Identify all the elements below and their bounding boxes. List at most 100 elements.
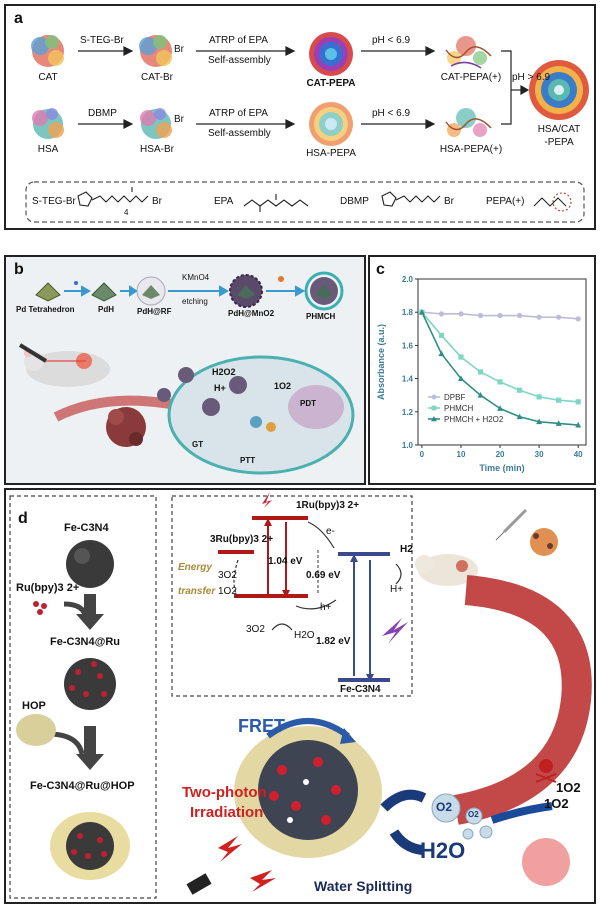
panel-c-label: c: [376, 261, 385, 278]
hsa-br-tag: Br: [174, 114, 184, 125]
singlet-o2-label: 1O2: [218, 586, 237, 597]
steg-reagent-label: S-TEG-Br: [80, 35, 124, 46]
y-tick-label: 2.0: [402, 275, 414, 284]
tumor-cells-icon: [530, 528, 558, 556]
x-tick-label: 30: [535, 450, 544, 459]
data-point: [438, 311, 445, 317]
legend-steg-n: 4: [124, 208, 129, 217]
panel-b-label: b: [14, 261, 24, 278]
singlet-o2-tag: 1O2: [274, 381, 292, 391]
synthesis-arrows: [47, 594, 104, 770]
reductant-dot-icon: [74, 281, 78, 285]
panel-a-scheme: [25, 32, 589, 223]
data-point: [497, 312, 503, 319]
data-point: [575, 399, 581, 405]
data-point: [516, 387, 523, 393]
y-tick-label: 1.4: [402, 375, 414, 384]
oxygen-conversion-arrow-icon: [490, 802, 553, 824]
data-point: [536, 314, 542, 320]
pdh-rf-icon: [136, 276, 166, 306]
cat-br-protein-icon: [139, 35, 172, 67]
panel-d-label: d: [18, 510, 28, 527]
data-point: [555, 420, 562, 426]
data-point: [477, 312, 484, 319]
hsa-pepa-plus-label: HSA-PEPA(+): [439, 144, 503, 155]
skull-icon: [535, 759, 557, 783]
panel-b-arrows: [64, 285, 306, 297]
oxidant-dot-icon: [278, 276, 284, 282]
pdh-rf-label: PdH@RF: [137, 307, 172, 316]
water-splitting-label: Water Splitting: [314, 878, 413, 894]
singlet-ru-label: 1Ru(bpy)3 2+: [296, 500, 360, 511]
cat-label: CAT: [38, 72, 58, 83]
synthesis-box: [9, 495, 157, 899]
singlet-oxygen-glow-icon: [522, 838, 570, 886]
pdh-mno2-label: PdH@MnO2: [228, 309, 275, 318]
y-axis-label: Absorbance (a.u.): [376, 324, 386, 400]
data-point: [536, 418, 543, 425]
data-point: [536, 394, 542, 400]
ev-3-label: 1.82 eV: [316, 636, 351, 647]
legend-marker: [431, 405, 437, 411]
dbmp-reagent-label: DBMP: [88, 108, 117, 119]
cat-protein-icon: [31, 35, 64, 67]
dbmp-structure-icon: [381, 191, 441, 207]
cat-pepa-plus-icon: [445, 36, 492, 69]
epa-structure-icon: [243, 194, 309, 212]
legend-epa-label: EPA: [214, 196, 234, 207]
ev-2-label: 0.69 eV: [306, 570, 341, 581]
energy-level-diagram: [218, 492, 408, 682]
data-point: [477, 392, 484, 398]
pdh-icon: [91, 282, 117, 302]
series-line: [421, 311, 579, 403]
gt-tag: GT: [192, 440, 204, 449]
fec3n4-energy-label: Fe-C3N4: [340, 684, 381, 695]
panel-b: b: [4, 255, 366, 485]
rubpy-label: Ru(bpy)3 2+: [16, 582, 80, 594]
triplet-ru-label: 3Ru(bpy)3 2+: [210, 534, 274, 545]
cat-pepa-plus-label: CAT-PEPA(+): [440, 72, 502, 83]
self-assembly-label-1: Self-assembly: [208, 55, 271, 66]
laser-beam-icon: [18, 343, 86, 363]
pd-tetrahedron-label: Pd Tetrahedron: [16, 305, 75, 314]
panel-a: a: [4, 4, 596, 230]
energy-diagram-box: [171, 495, 413, 697]
x-axis-label: Time (min): [479, 463, 524, 473]
photon-lightning-icon: [382, 618, 408, 644]
plot-frame: [417, 278, 587, 446]
phmch-icon: [304, 271, 344, 311]
legend-pepa-label: PEPA(+): [486, 196, 525, 207]
hsa-protein-icon: [32, 108, 64, 139]
fec3n4-ru-particle-icon: [64, 658, 116, 710]
electron-label: e-: [326, 526, 335, 537]
ph-acid-label-1: pH < 6.9: [372, 35, 411, 46]
data-point: [556, 397, 562, 403]
transfer-word-label: transfer: [178, 586, 216, 597]
data-point: [438, 350, 445, 357]
excitation-lightning-icon: [262, 492, 272, 508]
y-tick-label: 1.0: [402, 441, 414, 450]
fret-label: FRET: [238, 716, 285, 736]
data-point: [458, 311, 464, 317]
x-tick-label: 0: [420, 450, 425, 459]
legend-label: PHMCH: [444, 404, 474, 413]
cat-pepa-label: CAT-PEPA: [306, 78, 356, 89]
blood-vessel-curve-icon: [453, 575, 592, 825]
panel-b-illustration: [18, 271, 355, 475]
hsa-cat-pepa-micelle-icon: [529, 60, 589, 120]
data-point: [458, 354, 464, 360]
data-point: [418, 309, 425, 315]
hop-label: HOP: [22, 700, 46, 712]
data-point: [457, 375, 464, 381]
panel-d: d: [4, 488, 596, 904]
pd-tetrahedron-icon: [35, 282, 61, 302]
y-tick-label: 1.2: [402, 408, 414, 417]
singlet-o2-scene-a: 1O2: [556, 780, 581, 795]
data-point: [556, 314, 562, 320]
final-particle-icon: [50, 812, 130, 880]
x-tick-label: 20: [496, 450, 505, 459]
product-label-line1: HSA/CAT: [537, 124, 581, 135]
hsa-br-label: HSA-Br: [140, 144, 174, 155]
h2-label: H2: [400, 544, 413, 555]
